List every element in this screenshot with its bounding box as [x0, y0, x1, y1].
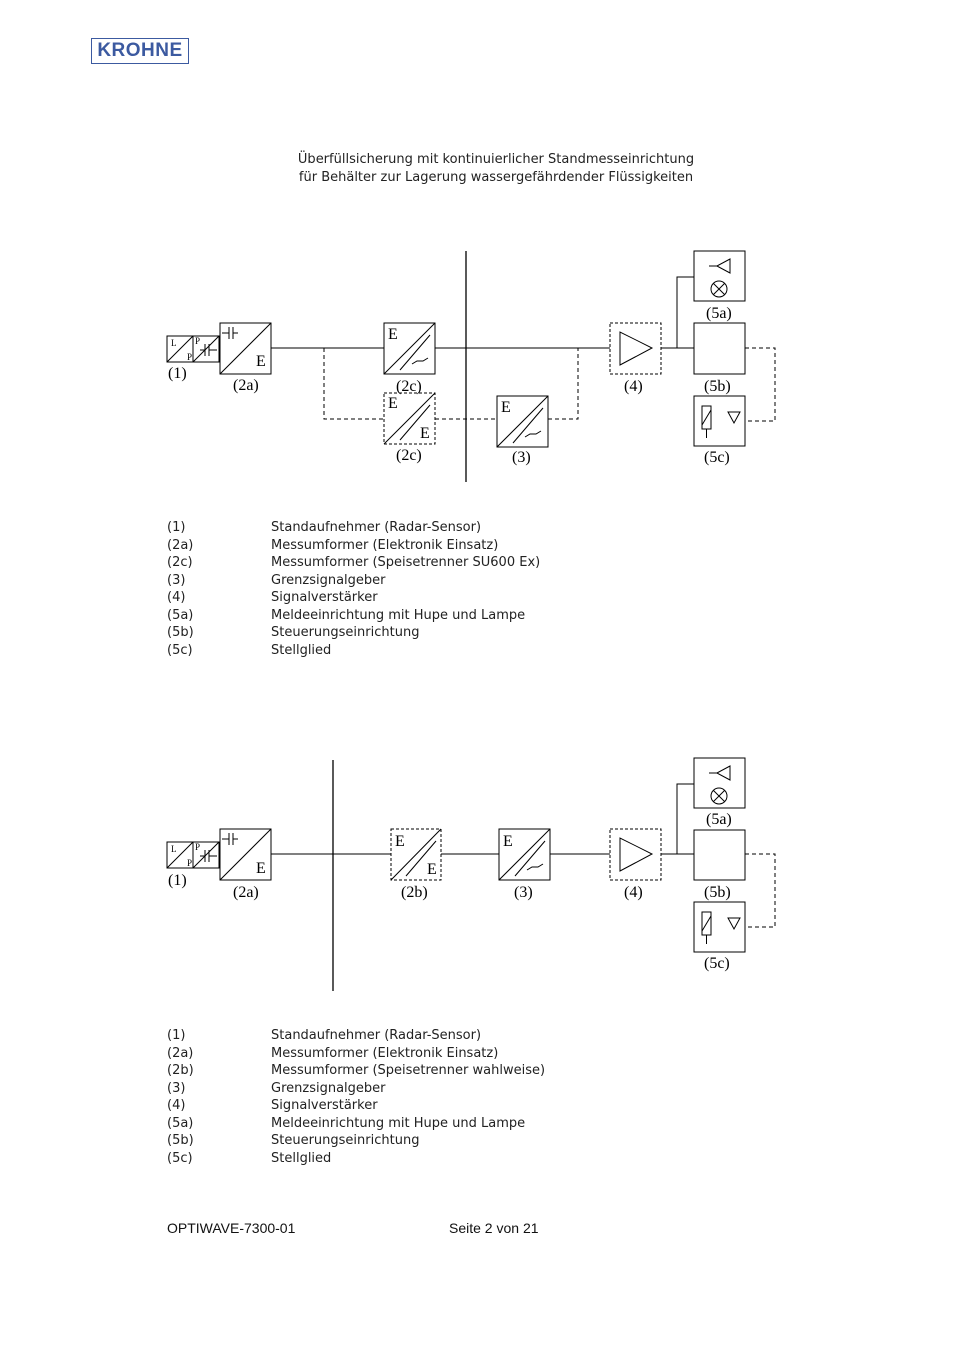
legend-code: (5b)	[167, 1133, 194, 1148]
limit-switch-symbol	[496, 395, 549, 448]
legend-desc: Standaufnehmer (Radar-Sensor)	[271, 1028, 482, 1043]
legend-code: (5a)	[167, 1115, 194, 1131]
label-transmitter: (2a)	[233, 377, 259, 394]
label-control: (5b)	[704, 884, 731, 901]
legend-desc: Messumformer (Speisetrenner SU600 Ex)	[271, 555, 541, 570]
footer-page-number: Seite 2 von 21	[449, 1220, 539, 1236]
diagram-title-line1: Überfüllsicherung mit kontinuierlicher S…	[297, 152, 695, 167]
legend-code: (5c)	[167, 642, 193, 658]
krohne-logo: KROHNE	[91, 38, 189, 64]
legend-code: (2a)	[167, 1045, 194, 1061]
sensor-glyph-l: L	[171, 844, 177, 854]
diagram-title-line2: für Behälter zur Lagerung wassergefährde…	[298, 170, 694, 185]
label-control: (5b)	[704, 378, 731, 395]
transmitter-symbol	[219, 322, 272, 375]
label-actuator: (5c)	[704, 955, 730, 972]
block-diagram-1: L P P E E E E E (1) (2a) (2c) (2c) (3) (…	[166, 250, 776, 482]
label-sensor: (1)	[168, 872, 187, 889]
legend-code: (3)	[167, 1080, 186, 1096]
label-alarm: (5a)	[706, 305, 732, 322]
sensor-glyph-p: P	[187, 858, 192, 868]
legend-desc: Signalverstärker	[271, 1098, 378, 1113]
limit-switch-glyph-e: E	[501, 399, 511, 416]
legend-code: (5c)	[167, 1150, 193, 1166]
limit-switch-symbol	[498, 828, 551, 881]
transmitter-glyph-e: E	[256, 353, 266, 370]
actuator-symbol	[693, 901, 746, 953]
legend-code: (1)	[167, 520, 186, 535]
legend-desc: Messumformer (Elektronik Einsatz)	[271, 537, 499, 553]
label-isolator: (2b)	[401, 884, 428, 901]
legend-code: (5b)	[167, 625, 194, 640]
legend-code: (3)	[167, 572, 186, 588]
signal-line	[676, 276, 694, 348]
legend-desc: Grenzsignalgeber	[271, 1080, 386, 1096]
label-sensor: (1)	[168, 365, 187, 382]
isolator-symbol-top	[383, 322, 436, 375]
isolator-glyph-e: E	[388, 326, 398, 343]
sensor-symbol	[166, 335, 220, 363]
amplifier-symbol	[609, 828, 662, 881]
footer-doc-id: OPTIWAVE-7300-01	[167, 1220, 296, 1236]
signal-line	[676, 783, 694, 854]
label-transmitter: (2a)	[233, 884, 259, 901]
legend-code: (4)	[167, 1098, 186, 1113]
label-amplifier: (4)	[624, 378, 643, 395]
label-alarm: (5a)	[706, 811, 732, 828]
legend-desc: Meldeeinrichtung mit Hupe und Lampe	[271, 1115, 526, 1131]
isolator-bottom-glyph-e2: E	[420, 425, 430, 442]
legend-desc: Grenzsignalgeber	[271, 572, 386, 588]
sensor-glyph-p2: P	[195, 842, 200, 852]
isolator-symbol	[390, 828, 442, 881]
sensor-glyph-p2: P	[195, 336, 200, 346]
label-amplifier: (4)	[624, 884, 643, 901]
label-isolator-bottom: (2c)	[396, 447, 422, 464]
legend-code: (2a)	[167, 537, 194, 553]
legend-desc: Steuerungseinrichtung	[271, 1133, 420, 1148]
feedback-line	[745, 853, 776, 928]
sensor-glyph-p: P	[187, 352, 192, 362]
alarm-symbol	[693, 757, 746, 809]
control-unit-symbol	[693, 829, 746, 881]
block-diagram-2: L P P E E E E (1) (2a) (2b) (3) (4) (5a)…	[166, 757, 776, 991]
legend-desc: Stellglied	[271, 642, 332, 658]
actuator-symbol	[693, 395, 746, 447]
optional-bypass-line	[323, 348, 579, 420]
alarm-symbol	[693, 250, 746, 302]
label-limit-switch: (3)	[512, 449, 531, 466]
legend-desc: Messumformer (Elektronik Einsatz)	[271, 1045, 499, 1061]
legend-code: (4)	[167, 590, 186, 605]
legend-code: (2b)	[167, 1063, 194, 1078]
amplifier-symbol	[609, 322, 662, 375]
isolator-glyph-e2: E	[427, 861, 437, 878]
label-isolator-top: (2c)	[396, 378, 422, 395]
label-actuator: (5c)	[704, 449, 730, 466]
legend-desc: Steuerungseinrichtung	[271, 625, 420, 640]
feedback-line	[745, 347, 776, 422]
label-limit-switch: (3)	[514, 884, 533, 901]
legend-code: (5a)	[167, 607, 194, 623]
legend-code: (1)	[167, 1028, 186, 1043]
sensor-glyph-l: L	[171, 338, 177, 348]
transmitter-glyph-e: E	[256, 860, 266, 877]
legend-code: (2c)	[167, 555, 193, 570]
isolator-glyph-e: E	[395, 833, 405, 850]
control-unit-symbol	[693, 322, 746, 375]
isolator-bottom-glyph-e: E	[388, 395, 398, 412]
legend-desc: Meldeeinrichtung mit Hupe und Lampe	[271, 607, 526, 623]
limit-switch-glyph-e: E	[503, 833, 513, 850]
sensor-symbol	[166, 841, 220, 869]
legend-desc: Signalverstärker	[271, 590, 378, 605]
legend-desc: Stellglied	[271, 1150, 332, 1166]
legend-desc: Messumformer (Speisetrenner wahlweise)	[271, 1063, 546, 1078]
legend-desc: Standaufnehmer (Radar-Sensor)	[271, 520, 482, 535]
